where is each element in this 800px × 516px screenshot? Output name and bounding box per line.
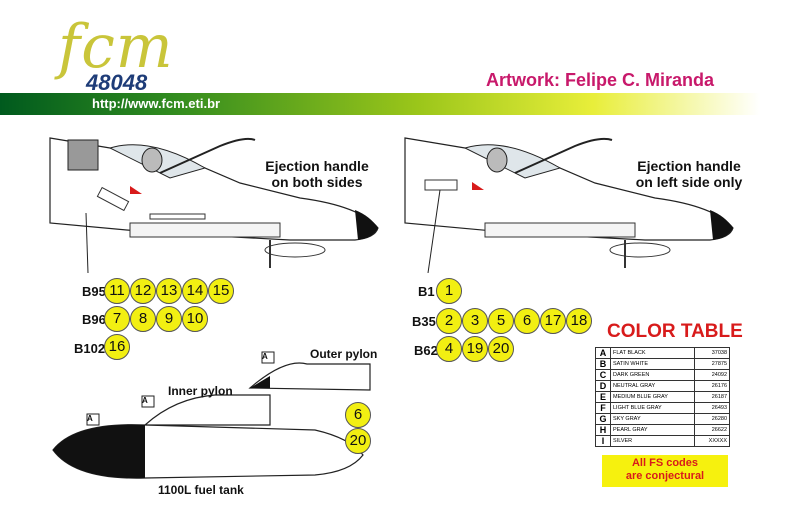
- decal-18: 18: [566, 308, 592, 334]
- color-name: LIGHT BLUE GRAY: [610, 402, 695, 414]
- row-label-b102: B102: [74, 341, 106, 356]
- color-name: MEDIUM BLUE GRAY: [610, 391, 695, 403]
- decal-4: 4: [436, 336, 462, 362]
- color-name: SATIN WHITE: [610, 358, 695, 370]
- color-name: DARK GREEN: [610, 369, 695, 381]
- decal-20: 20: [488, 336, 514, 362]
- decal-1: 1: [436, 278, 462, 304]
- color-key: I: [595, 435, 611, 447]
- decal-6-pylon: 6: [345, 402, 371, 428]
- decal-9: 9: [156, 306, 182, 332]
- left-ejection-callout: Ejection handle on both sides: [262, 158, 372, 190]
- color-key: H: [595, 424, 611, 436]
- decal-3: 3: [462, 308, 488, 334]
- color-name: SKY GRAY: [610, 413, 695, 425]
- right-aircraft-nose-illustration: [404, 137, 734, 273]
- fs-code: 26280: [694, 413, 730, 425]
- decal-7: 7: [104, 306, 130, 332]
- decal-2: 2: [436, 308, 462, 334]
- color-table-title: COLOR TABLE: [607, 321, 743, 342]
- marker-a-inner: A: [142, 396, 148, 405]
- fs-code: 26622: [694, 424, 730, 436]
- fs-code: 37038: [694, 347, 730, 359]
- decal-16: 16: [104, 334, 130, 360]
- row-label-b62: B62: [414, 343, 438, 358]
- decal-17: 17: [540, 308, 566, 334]
- fs-code: XXXXX: [694, 435, 730, 447]
- left-ejection-line1: Ejection handle: [265, 158, 369, 174]
- color-key: B: [595, 358, 611, 370]
- color-name: FLAT BLACK: [610, 347, 695, 359]
- decal-5: 5: [488, 308, 514, 334]
- color-key: F: [595, 402, 611, 414]
- decal-20-pylon: 20: [345, 428, 371, 454]
- fs-code: 26493: [694, 402, 730, 414]
- fs-code: 26176: [694, 380, 730, 392]
- row-label-b35: B35: [412, 314, 436, 329]
- artwork-credit: Artwork: Felipe C. Miranda: [486, 70, 715, 90]
- left-ejection-line2: on both sides: [271, 174, 363, 190]
- decal-8: 8: [130, 306, 156, 332]
- decal-10: 10: [182, 306, 208, 332]
- fuel-tank-label: 1100L fuel tank: [158, 483, 244, 497]
- website-url: http://www.fcm.eti.br: [92, 96, 221, 111]
- color-name: NEUTRAL GRAY: [610, 380, 695, 392]
- marker-a-tank: A: [87, 414, 93, 423]
- fcm-logo: fcm: [58, 12, 174, 82]
- color-key: A: [595, 347, 611, 359]
- row-label-b1: B1: [418, 284, 435, 299]
- right-ejection-line1: Ejection handle: [637, 158, 741, 174]
- fs-code: 24092: [694, 369, 730, 381]
- decal-13: 13: [156, 278, 182, 304]
- row-label-b95: B95: [82, 284, 106, 299]
- decal-19: 19: [462, 336, 488, 362]
- right-ejection-callout: Ejection handle on left side only: [628, 158, 750, 190]
- outer-pylon-label: Outer pylon: [310, 347, 378, 361]
- conjectural-note: All FS codes are conjectural: [602, 455, 728, 487]
- color-key: D: [595, 380, 611, 392]
- row-label-b96: B96: [82, 312, 106, 327]
- marker-a-outer: A: [262, 352, 268, 361]
- decal-12: 12: [130, 278, 156, 304]
- pylon-fuel-tank-illustration: [52, 351, 371, 479]
- color-key: G: [595, 413, 611, 425]
- left-aircraft-nose-illustration: [49, 137, 379, 273]
- color-name: SILVER: [610, 435, 695, 447]
- decal-11: 11: [104, 278, 130, 304]
- color-key: C: [595, 369, 611, 381]
- header-banner: [0, 93, 760, 115]
- note-line2: are conjectural: [625, 470, 705, 482]
- decal-14: 14: [182, 278, 208, 304]
- kit-number: 48048: [86, 70, 148, 95]
- decal-15: 15: [208, 278, 234, 304]
- right-ejection-line2: on left side only: [635, 174, 743, 190]
- note-line1: All FS codes: [631, 457, 699, 469]
- fs-code: 26187: [694, 391, 730, 403]
- color-key: E: [595, 391, 611, 403]
- inner-pylon-label: Inner pylon: [168, 384, 233, 398]
- fs-code: 27875: [694, 358, 730, 370]
- color-name: PEARL GRAY: [610, 424, 695, 436]
- decal-6: 6: [514, 308, 540, 334]
